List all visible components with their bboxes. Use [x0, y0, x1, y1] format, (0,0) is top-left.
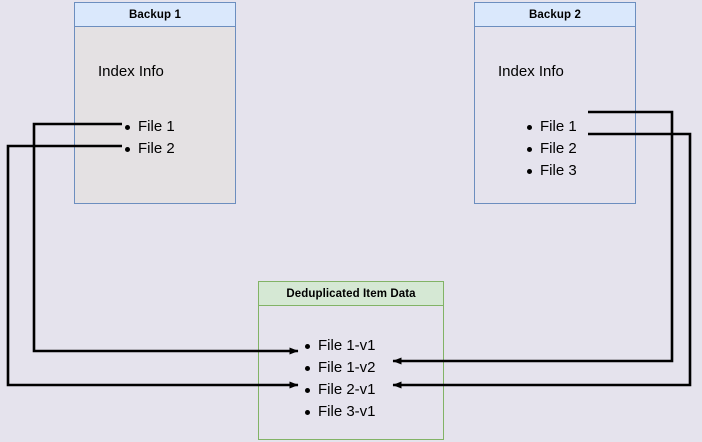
deduplicated-item-data-title: Deduplicated Item Data [259, 282, 443, 306]
backup-1-body: Index Info File 1 File 2 [75, 27, 235, 203]
backup-1-title: Backup 1 [75, 3, 235, 27]
dedup-file-list: File 1-v1 File 1-v2 File 2-v1 File 3-v1 [305, 335, 376, 423]
backup-2-file-list: File 1 File 2 File 3 [527, 116, 577, 182]
list-item[interactable]: File 1 [527, 116, 577, 138]
deduplicated-item-data-box[interactable]: Deduplicated Item Data File 1-v1 File 1-… [258, 281, 444, 440]
list-item[interactable]: File 3-v1 [305, 401, 376, 423]
list-item[interactable]: File 2-v1 [305, 379, 376, 401]
list-item[interactable]: File 1-v2 [305, 357, 376, 379]
backup-1-box[interactable]: Backup 1 Index Info File 1 File 2 [74, 2, 236, 204]
list-item[interactable]: File 1 [125, 116, 175, 138]
list-item[interactable]: File 2 [125, 138, 175, 160]
backup-1-index-info-label: Index Info [98, 63, 164, 80]
list-item[interactable]: File 3 [527, 160, 577, 182]
deduplicated-item-data-body: File 1-v1 File 1-v2 File 2-v1 File 3-v1 [259, 306, 443, 439]
backup-2-box[interactable]: Backup 2 Index Info File 1 File 2 File 3 [474, 2, 636, 204]
backup-2-body: Index Info File 1 File 2 File 3 [475, 27, 635, 203]
backup-2-index-info-label: Index Info [498, 63, 564, 80]
list-item[interactable]: File 2 [527, 138, 577, 160]
backup-2-title: Backup 2 [475, 3, 635, 27]
list-item[interactable]: File 1-v1 [305, 335, 376, 357]
backup-1-file-list: File 1 File 2 [125, 116, 175, 160]
